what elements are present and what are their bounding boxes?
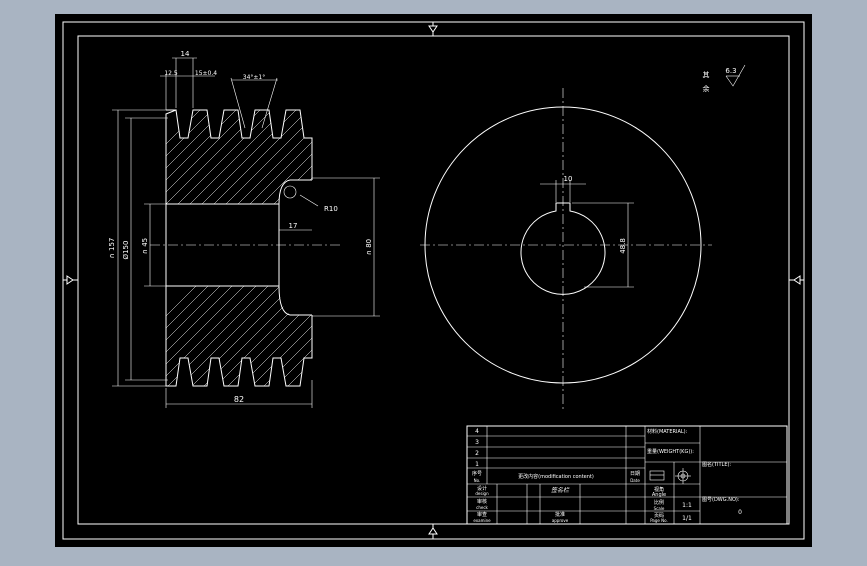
- page-label-en: Page No.: [650, 518, 668, 523]
- row-number-2: 2: [475, 450, 479, 457]
- no-label: 序号: [472, 470, 482, 477]
- dim-groove: 15±0.4: [195, 70, 217, 77]
- dim-outer-dia: ∩ 157: [108, 238, 116, 259]
- approve-label-en: approve: [552, 518, 569, 523]
- page-value: 1/1: [682, 515, 692, 522]
- surface-label-a: 其: [703, 71, 710, 79]
- review-label-en: examine: [473, 518, 491, 523]
- scale-label: 比例: [654, 499, 664, 506]
- review-label: 审查: [477, 511, 487, 518]
- date-label: 日期: [630, 471, 640, 477]
- angle-label-en: Angle: [652, 492, 666, 498]
- surface-value: 6.3: [725, 67, 736, 75]
- no-label-en: No.: [474, 478, 481, 483]
- dim-bore-dia: ∩ 45: [141, 238, 149, 254]
- scale-value: 1:1: [682, 502, 692, 509]
- design-label-en: design: [475, 491, 489, 496]
- surface-roughness-note: 其 余 6.3: [703, 64, 746, 93]
- row-number-4: 4: [475, 428, 479, 435]
- title-block: 4 3 2 1 序号 No. 更改内容(modification content…: [466, 425, 788, 525]
- pulley-front-view: 10 48.8: [420, 88, 712, 412]
- page-label: 页码: [654, 512, 664, 519]
- weight-label: 重量(WEIGHT(KG)):: [647, 448, 694, 455]
- drawing-no-label: 图号(DWG.NO):: [702, 497, 740, 503]
- section-hatching-top: [166, 110, 312, 204]
- drawing-no-value: 0: [738, 509, 742, 516]
- check-label-en: check: [476, 505, 488, 510]
- centering-marks: [63, 22, 804, 539]
- scale-label-en: Scale: [654, 506, 665, 511]
- signature-text: 签名栏: [551, 486, 570, 494]
- dim-pitch-dia: Ø150: [122, 241, 130, 260]
- material-label: 材料(MATERIAL):: [647, 428, 688, 435]
- dim-offset: 12.5: [164, 70, 178, 77]
- dim-keyway-depth: 48.8: [619, 238, 627, 254]
- date-label-en: Date: [630, 478, 640, 483]
- design-label: 设计: [477, 485, 487, 492]
- dim-hub-dia: ∩ 80: [365, 239, 373, 255]
- pulley-section-view: 14 12.5 15±0.4 34°±1° ∩ 157 Ø150 ∩ 45 ∩ …: [108, 50, 380, 408]
- row-number-1: 1: [475, 461, 479, 468]
- bore-with-keyway: [520, 202, 606, 295]
- dim-radius: R10: [324, 205, 338, 213]
- dim-keyway-width: 10: [564, 175, 573, 183]
- approve-label: 批准: [555, 511, 565, 518]
- title-label: 图名(TITLE):: [702, 461, 731, 468]
- surface-label-b: 余: [703, 84, 710, 93]
- modification-label: 更改内容(modification content): [518, 473, 594, 480]
- roughness-symbol-icon: [725, 64, 746, 87]
- angle-label: 视角: [654, 486, 664, 493]
- row-number-3: 3: [475, 439, 479, 446]
- drawing-sheet: [55, 14, 812, 547]
- projection-angle-icon: [649, 468, 691, 484]
- dim-width: 82: [234, 395, 244, 404]
- dim-angle: 34°±1°: [243, 74, 265, 81]
- check-label: 审核: [477, 498, 487, 505]
- dim-depth: 17: [289, 222, 298, 230]
- dim-pitch: 14: [181, 50, 190, 58]
